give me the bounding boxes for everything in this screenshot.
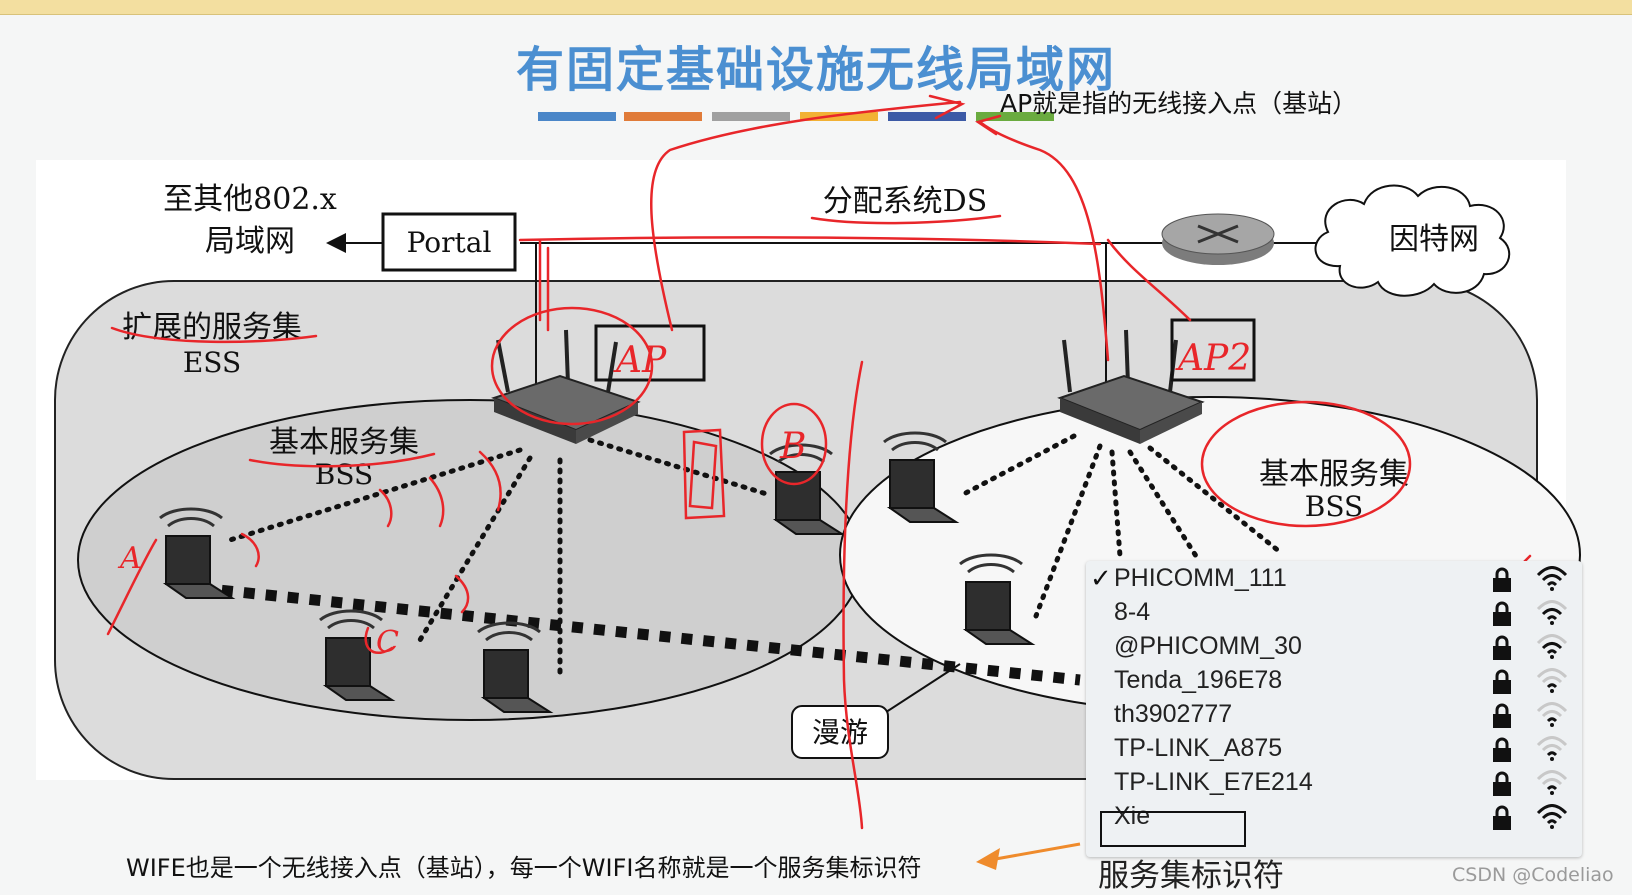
bss-left-label-line2: BSS [315, 458, 373, 491]
handwritten-ap2: AP2 [1175, 338, 1251, 379]
title-underline-segment [976, 112, 1054, 121]
ink-circle-ap1 [490, 306, 654, 426]
ink-circle-bss-right [1200, 400, 1412, 528]
wifi-name: Tenda_196E78 [1114, 666, 1283, 694]
bss-right-label-line2: BSS [1305, 490, 1363, 523]
orange-pointer-arrow [989, 842, 1081, 862]
portal-label: Portal [407, 226, 492, 259]
roaming-label: 漫游 [812, 716, 868, 749]
wifi-item[interactable]: TP-LINK_E7E214 [1086, 767, 1582, 801]
title-underline-segment [538, 112, 616, 121]
other-lan-label-line1: 至其他802.x [163, 182, 337, 217]
ink-arrow-ap1 [650, 100, 962, 332]
wifi-item[interactable]: @PHICOMM_30 [1086, 631, 1582, 665]
wifi-network-list[interactable]: ✓ PHICOMM_111 8-4 @PHICOMM_30 Tenda_196E… [1086, 561, 1582, 857]
ssid-label: 服务集标识符 [1098, 858, 1284, 894]
wifi-signal-icon [1536, 566, 1568, 591]
roaming-callout [791, 705, 889, 759]
handwritten-labels: AP AP2 A B C [117, 338, 1251, 660]
wifi-item[interactable]: ✓ PHICOMM_111 [1086, 563, 1582, 597]
internet-cloud-icon [1314, 184, 1511, 297]
access-point-2-icon [1057, 329, 1205, 444]
wifi-name: 8-4 [1114, 598, 1151, 626]
ap2-annotation-box [1170, 318, 1256, 382]
slide-title: 有固定基础设施无线局域网 [515, 42, 1116, 98]
wifi-signal-icon [1536, 702, 1568, 727]
lock-icon [1493, 669, 1511, 694]
wifi-item[interactable]: TP-LINK_A875 [1086, 733, 1582, 767]
router-icon [1161, 213, 1275, 265]
lock-icon [1493, 805, 1511, 830]
ink-underline-bss [248, 452, 436, 468]
wifi-item[interactable]: Tenda_196E78 [1086, 665, 1582, 699]
ess-label-line1: 扩展的服务集 [122, 310, 302, 345]
roaming-path [199, 582, 1081, 686]
ink-circle-b [760, 402, 828, 486]
handwritten-ap1: AP [613, 340, 667, 381]
wifi-name: @PHICOMM_30 [1114, 632, 1302, 660]
handwritten-c: C [376, 625, 399, 660]
ink-underline-ds [810, 214, 1002, 225]
laptop-icon [959, 553, 1036, 645]
checkmark-icon: ✓ [1090, 564, 1112, 594]
title-underline-segment [888, 112, 966, 121]
wifi-name: Xie [1114, 802, 1151, 830]
wifi-name: TP-LINK_E7E214 [1114, 768, 1313, 796]
access-point-1-icon [491, 329, 641, 444]
ds-label: 分配系统DS [823, 184, 988, 219]
lock-icon [1493, 601, 1511, 626]
wifi-name: th3902777 [1114, 700, 1233, 728]
wifi-signal-icon [1536, 634, 1568, 659]
ess-label-line2: ESS [183, 346, 241, 379]
xie-annotation-box [1100, 811, 1246, 847]
ap-note: AP就是指的无线接入点（基站） [1000, 89, 1358, 118]
lock-icon [1493, 635, 1511, 660]
wifi-signal-icon [1536, 736, 1568, 761]
wifi-signal-icon [1536, 770, 1568, 795]
bss-left-label-line1: 基本服务集 [269, 425, 419, 460]
other-lan-label-line2: 局域网 [205, 224, 295, 259]
internet-label: 因特网 [1389, 222, 1479, 257]
lock-icon [1493, 703, 1511, 728]
wifi-signal-icon [1536, 668, 1568, 693]
wifi-item[interactable]: th3902777 [1086, 699, 1582, 733]
laptop-icon [883, 431, 960, 523]
ink-underline-ess [110, 326, 318, 344]
laptop-icon [319, 609, 396, 701]
ink-laptop-scribble [682, 428, 726, 520]
watermark: CSDN @Codeliao [1452, 864, 1614, 886]
lock-icon [1493, 737, 1511, 762]
title-underline-segment [712, 112, 790, 121]
wireless-links-left [227, 437, 773, 683]
laptop-icon [159, 507, 236, 599]
wifi-name: TP-LINK_A875 [1114, 734, 1283, 762]
bss-right-label-line1: 基本服务集 [1259, 457, 1409, 492]
laptop-icon [477, 621, 554, 713]
laptop-icon [769, 443, 846, 535]
wifi-signal-icon [1536, 804, 1568, 829]
title-underline-segment [800, 112, 878, 121]
wifi-signal-icon [1536, 600, 1568, 625]
wireless-links-right [957, 433, 1283, 619]
lock-icon [1493, 567, 1511, 592]
title-underline-segment [624, 112, 702, 121]
ink-arrow-ap2 [978, 120, 1110, 362]
handwritten-b: B [779, 426, 806, 467]
handwritten-a: A [117, 541, 142, 576]
wifi-name: PHICOMM_111 [1114, 564, 1287, 592]
ink-vertical-stroke [842, 360, 864, 830]
ink-check-a [106, 538, 158, 636]
lock-icon [1493, 771, 1511, 796]
bottom-note: WIFE也是一个无线接入点（基站），每一个WIFI名称就是一个服务集标识符 [126, 854, 922, 882]
wifi-item[interactable]: Xie [1086, 801, 1582, 835]
wifi-item[interactable]: 8-4 [1086, 597, 1582, 631]
roaming-pointer [879, 663, 961, 717]
browser-bookmark-bar [0, 0, 1632, 15]
